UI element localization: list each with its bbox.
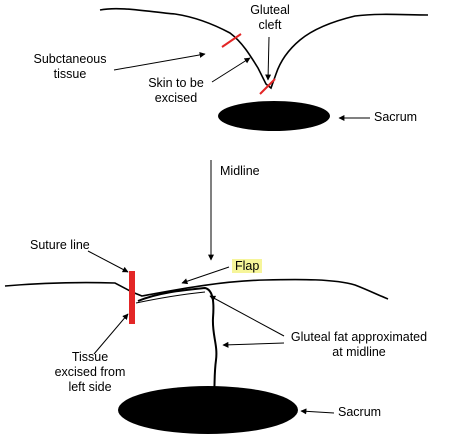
label-midline: Midline: [220, 164, 260, 178]
arrow-flap: [181, 266, 230, 285]
label-gluteal-fat: Gluteal fat approximated at midline: [284, 330, 434, 360]
label-skin-excised-line2: excised: [154, 91, 198, 105]
label-suture-line: Suture line: [30, 238, 90, 252]
top-incision-right: [259, 78, 276, 95]
label-gluteal-fat-line1: Gluteal fat approximated: [290, 330, 428, 344]
suture-line-marker: [129, 271, 135, 324]
arrow-gluteal-fat-2: [222, 341, 285, 348]
label-gluteal-fat-line2: at midline: [332, 345, 386, 359]
label-tissue-excised: Tissue excised from left side: [50, 350, 130, 395]
label-skin-to-be-excised: Skin to be excised: [141, 76, 211, 106]
arrow-gluteal-fat-1: [209, 295, 285, 337]
arrow-gluteal-cleft: [265, 36, 272, 81]
bottom-skin-contour: [4, 278, 389, 300]
label-skin-excised-line1: Skin to be: [148, 76, 204, 90]
flap-lower-edge: [135, 291, 206, 304]
arrow-sacrum-bottom: [300, 408, 335, 415]
bottom-sacrum-shape: [118, 386, 298, 434]
label-sacrum-top: Sacrum: [374, 110, 418, 124]
label-subcutaneous-line1: Subctaneous: [33, 52, 107, 66]
arrow-skin-excised: [211, 57, 251, 83]
label-tissue-excised-line1: Tissue: [71, 350, 109, 364]
label-tissue-excised-line3: left side: [68, 380, 112, 394]
label-gluteal-cleft-line1: Gluteal: [250, 3, 290, 17]
label-subcutaneous-line2: tissue: [53, 67, 87, 81]
flap-highlight: Flap: [232, 259, 263, 273]
top-incision-left: [221, 33, 242, 48]
label-gluteal-cleft: Gluteal cleft: [244, 3, 296, 33]
arrow-tissue-excised: [93, 313, 129, 355]
flap-contour: [137, 286, 218, 394]
label-flap: Flap: [232, 259, 263, 274]
label-tissue-excised-line2: excised from: [54, 365, 126, 379]
arrow-suture-line: [87, 250, 129, 273]
label-gluteal-cleft-line2: cleft: [258, 18, 282, 32]
top-sacrum-shape: [218, 101, 330, 131]
label-subcutaneous-tissue: Subctaneous tissue: [28, 52, 112, 82]
arrow-subcutaneous: [113, 51, 206, 71]
label-sacrum-bottom: Sacrum: [338, 405, 382, 419]
